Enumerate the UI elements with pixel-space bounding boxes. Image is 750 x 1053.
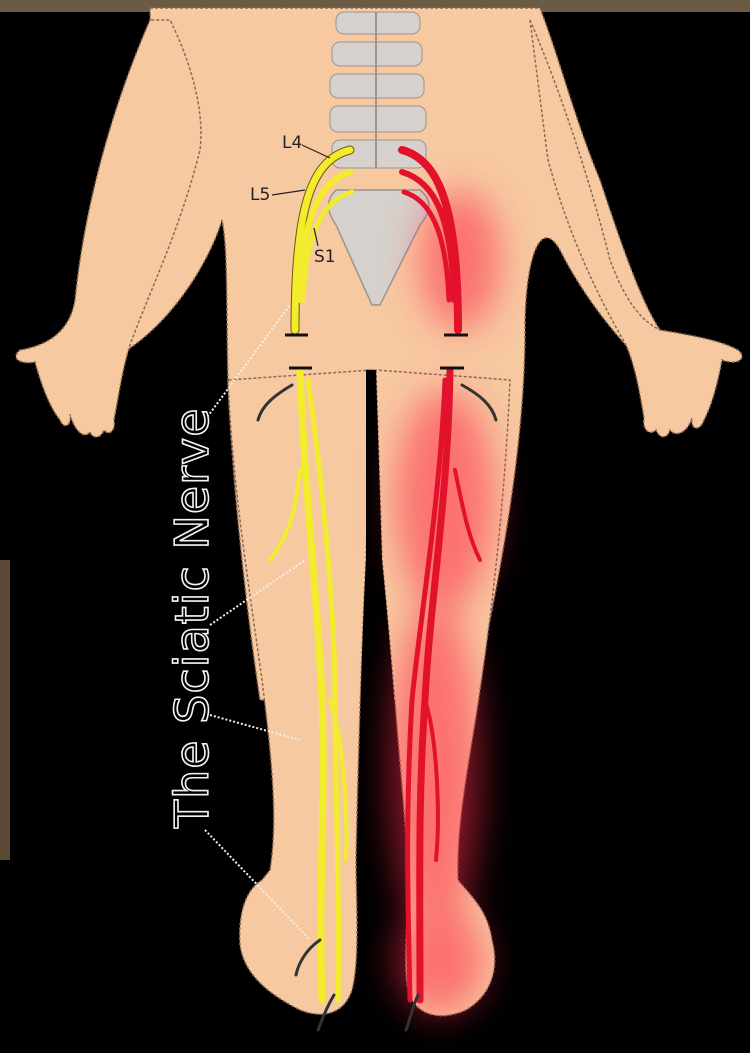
diagram-title: The Sciatic Nerve — [165, 407, 219, 829]
left-photo-edge — [0, 560, 10, 860]
label-l4: L4 — [282, 133, 302, 153]
label-s1: S1 — [314, 247, 336, 267]
label-l5: L5 — [250, 185, 270, 205]
